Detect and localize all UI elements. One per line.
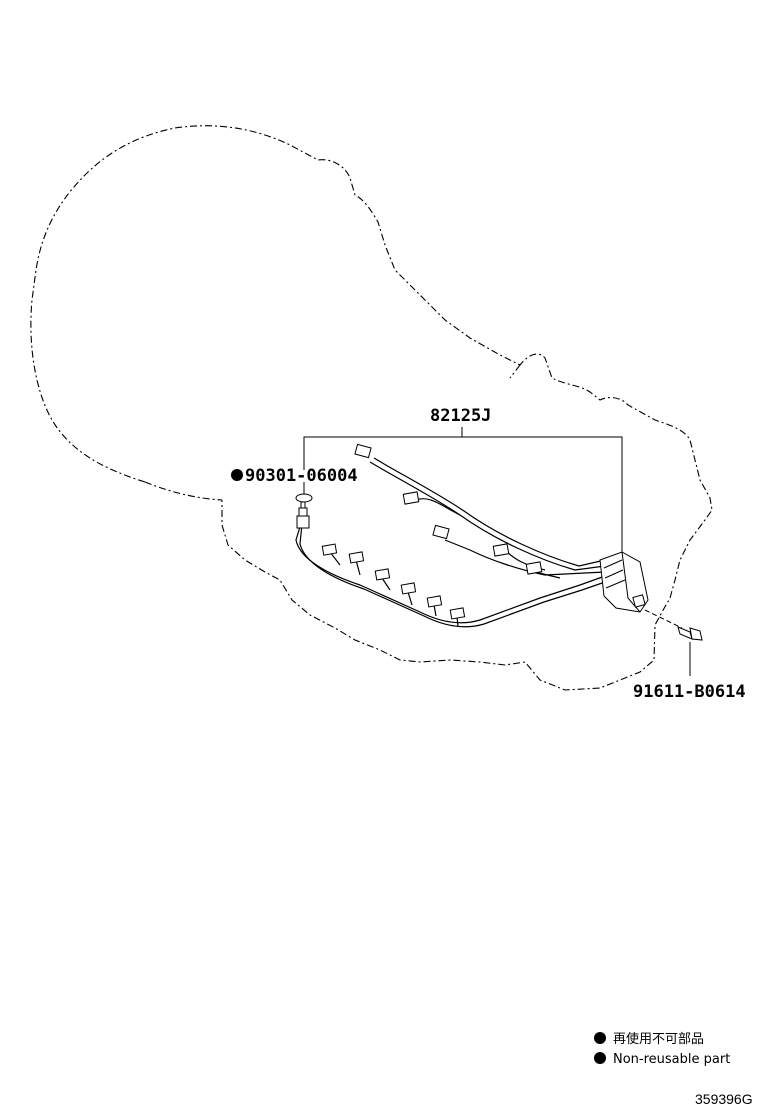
legend-english: Non-reusable part bbox=[613, 1052, 730, 1067]
harness-part-number: 82125J bbox=[430, 406, 491, 426]
non-reusable-marker bbox=[231, 469, 243, 481]
sensor-plug bbox=[296, 501, 310, 529]
housing-inner-edge bbox=[509, 364, 521, 379]
connector-c bbox=[432, 524, 450, 540]
connector-h bbox=[374, 568, 391, 581]
harness-label-bracket bbox=[303, 427, 623, 555]
connector-e bbox=[525, 561, 543, 575]
connector-d bbox=[492, 543, 510, 557]
bolt-part-number: 91611-B0614 bbox=[633, 682, 746, 702]
connector-k bbox=[449, 607, 466, 620]
wire-harness bbox=[295, 443, 649, 628]
connector-j bbox=[426, 595, 443, 608]
connector-i bbox=[400, 582, 417, 595]
oring-gasket bbox=[295, 493, 313, 503]
connector-f bbox=[321, 543, 338, 556]
legend-marker-ja bbox=[594, 1032, 606, 1044]
connector-a bbox=[354, 443, 372, 459]
connector-g bbox=[348, 551, 365, 564]
bolt-dash-line bbox=[644, 609, 683, 629]
figure-id: 359396G bbox=[695, 1091, 753, 1107]
housing-bell-edge bbox=[144, 481, 223, 501]
bolt-icon bbox=[677, 626, 703, 641]
oring-part-number: 90301-06004 bbox=[245, 466, 358, 486]
transmission-housing-outline bbox=[30, 125, 713, 691]
legend-japanese: 再使用不可部品 bbox=[613, 1031, 704, 1047]
legend-marker-en bbox=[594, 1052, 606, 1064]
connector-b bbox=[402, 491, 420, 505]
main-connector-block bbox=[599, 551, 649, 613]
